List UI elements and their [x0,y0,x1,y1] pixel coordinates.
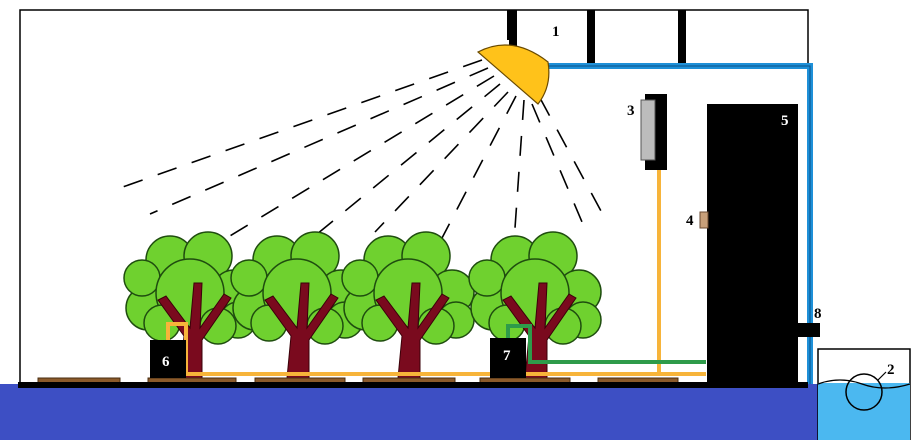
ceiling-mounts [507,10,686,68]
label-8: 8 [814,306,822,322]
yellow-cable [166,322,706,376]
label-1: 1 [552,24,560,40]
valve [796,323,820,337]
soil-sensor-7 [490,338,526,378]
spray-lines [119,59,609,249]
water-tank [817,348,911,440]
label-2: 2 [887,362,895,378]
label-3: 3 [627,103,635,119]
soil-sensor-6 [150,340,186,378]
base-platform [0,384,826,440]
control-cabinet [707,104,798,388]
green-cable [506,324,706,364]
manual-switch [699,211,709,229]
sprinkler-head [476,38,550,105]
label-5: 5 [781,113,789,129]
label-7: 7 [503,348,511,364]
label-4: 4 [686,213,694,229]
sensor-panel [640,94,667,376]
label-6: 6 [162,354,170,370]
pump [845,373,883,411]
